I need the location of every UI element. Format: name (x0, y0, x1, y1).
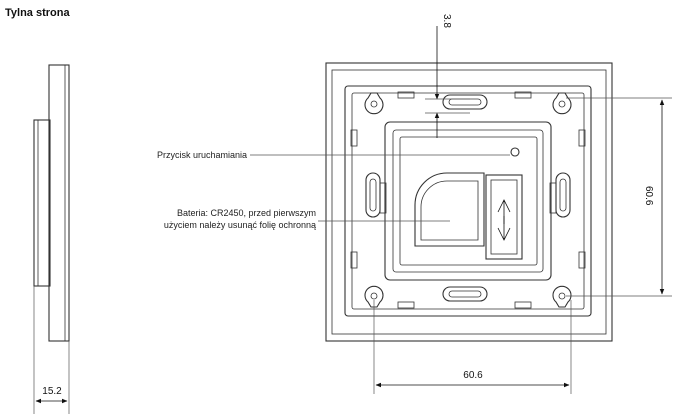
back-view (325, 62, 613, 342)
module-housing (384, 121, 552, 281)
callout-activation-button: Przycisk uruchamiania (157, 150, 510, 160)
corner-hole-tl (364, 92, 384, 115)
latch-arrow-down-icon (497, 216, 511, 241)
slot-top (442, 94, 488, 110)
dimension-width-group: 60.6 (373, 300, 572, 394)
dimension-height: 60.6 (643, 186, 654, 206)
page-title: Tylna strona (5, 7, 70, 19)
battery-latch (485, 174, 523, 260)
callout-battery-line2: użyciem należy usunąć folię ochronną (164, 220, 316, 230)
callout-button-label: Przycisk uruchamiania (157, 150, 247, 160)
callout-battery: Bateria: CR2450, przed pierwszym użyciem… (164, 208, 450, 230)
battery-cover (414, 172, 485, 247)
side-front-plate (48, 64, 70, 342)
slot-left (365, 172, 381, 218)
side-rear-body (33, 119, 51, 287)
dimension-height-group: 60.6 (566, 97, 672, 297)
mounting-plate (344, 85, 592, 317)
corner-hole-br (552, 285, 572, 308)
dimension-width: 60.6 (463, 370, 483, 381)
slot-bottom (442, 286, 488, 302)
dimension-depth-group: 3.8 (425, 14, 470, 138)
dimension-thickness: 15.2 (42, 386, 62, 397)
outer-frame (325, 62, 613, 342)
slot-right (555, 172, 571, 218)
callout-battery-line1: Bateria: CR2450, przed pierwszym (177, 208, 316, 218)
side-view: 15.2 (33, 64, 70, 414)
corner-hole-tr (552, 92, 572, 115)
corner-hole-bl (364, 285, 384, 308)
activation-button (510, 147, 520, 157)
dimension-depth: 3.8 (441, 14, 452, 28)
